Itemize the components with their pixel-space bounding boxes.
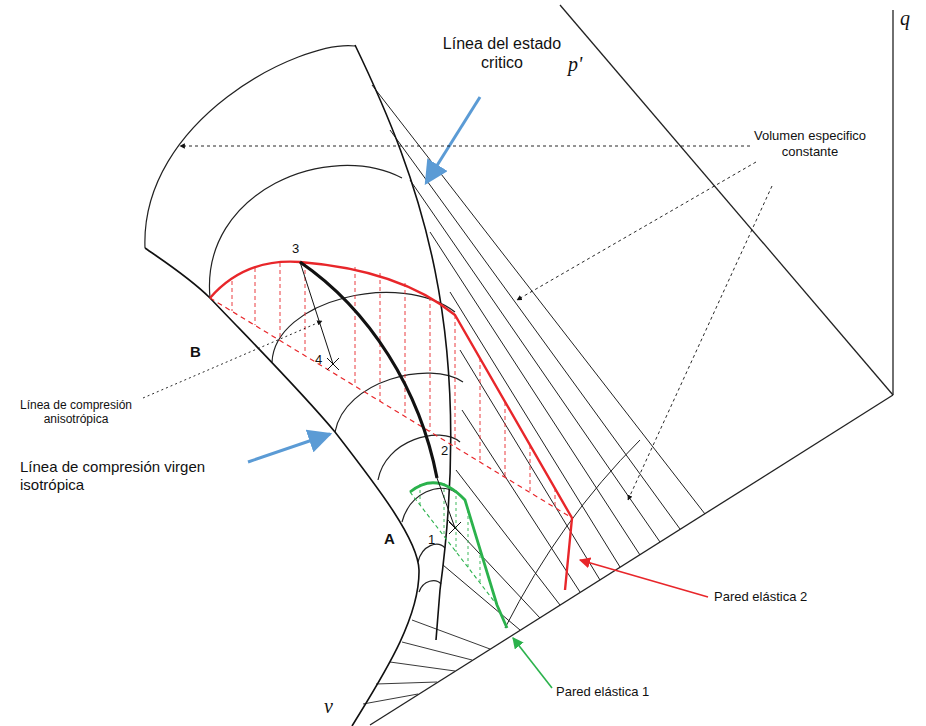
anisotropic-line (300, 262, 437, 478)
fan-lines (363, 620, 490, 704)
axis-label: q (900, 6, 910, 30)
critical-state-line (355, 45, 451, 640)
axis-label: p' (568, 52, 582, 76)
constant-volume-arcs (145, 46, 463, 592)
point-number: 3 (292, 241, 299, 257)
point-number: 4 (315, 352, 322, 368)
annotation-label: Volumen especifico constante (754, 128, 866, 159)
line-label: Línea de compresión anisotrópica (10, 398, 142, 427)
axis-label: v (324, 694, 333, 718)
line-label: Línea del estado critico (428, 34, 576, 72)
elastic-wall-2 (210, 262, 572, 590)
point-letter: A (384, 530, 395, 548)
point-letter: B (190, 343, 201, 361)
leaders (143, 97, 772, 688)
line-label: Línea de compresión virgen isotrópica (20, 458, 244, 494)
wall-label: Pared elástica 1 (556, 684, 649, 700)
isotropic-ncl (145, 248, 419, 726)
surface-lines (372, 85, 705, 630)
wall-label: Pared elástica 2 (714, 589, 807, 605)
point-number: 1 (428, 532, 435, 548)
elastic-wall-1 (410, 483, 507, 628)
unloading-lines (300, 262, 461, 534)
point-number: 2 (441, 443, 448, 459)
